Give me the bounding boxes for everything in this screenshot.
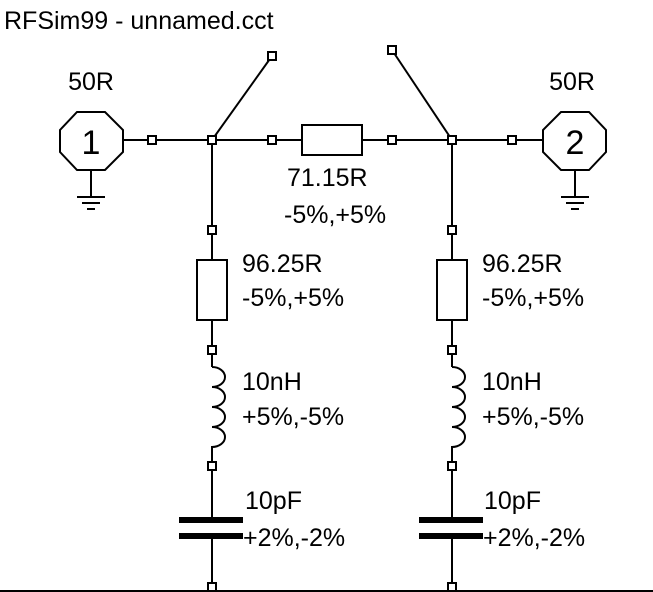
- series-resistor-value: 71.15R: [287, 164, 368, 192]
- right-inductor-tolerance: +5%,-5%: [482, 403, 584, 431]
- left-capacitor-tolerance: +2%,-2%: [243, 524, 345, 552]
- connection-node[interactable]: [447, 135, 457, 145]
- left-shunt-resistor-tolerance: -5%,+5%: [242, 284, 344, 312]
- right-inductor[interactable]: [451, 366, 466, 448]
- left-inductor-value: 10nH: [242, 368, 302, 396]
- port-2[interactable]: 2: [542, 111, 607, 210]
- port-1-impedance: 50R: [68, 68, 114, 96]
- connection-node[interactable]: [387, 45, 397, 55]
- series-resistor-tolerance: -5%,+5%: [284, 201, 386, 229]
- right-capacitor-value: 10pF: [484, 487, 541, 515]
- series-resistor[interactable]: [301, 124, 363, 156]
- connection-node[interactable]: [447, 461, 457, 471]
- connection-node[interactable]: [207, 225, 217, 235]
- connection-node[interactable]: [447, 582, 457, 592]
- port-1[interactable]: 1: [59, 111, 124, 210]
- left-shunt-resistor[interactable]: [196, 259, 228, 321]
- connection-node[interactable]: [147, 135, 157, 145]
- left-inductor-tolerance: +5%,-5%: [242, 403, 344, 431]
- connection-node[interactable]: [447, 345, 457, 355]
- left-capacitor-value: 10pF: [245, 487, 302, 515]
- right-capacitor[interactable]: [419, 517, 483, 539]
- port-1-number: 1: [82, 124, 101, 162]
- port-2-impedance: 50R: [549, 68, 595, 96]
- left-capacitor[interactable]: [179, 517, 243, 539]
- right-shunt-resistor[interactable]: [436, 259, 468, 321]
- connection-node[interactable]: [207, 582, 217, 592]
- connection-node[interactable]: [387, 135, 397, 145]
- port-2-number: 2: [566, 124, 585, 162]
- connection-node[interactable]: [267, 135, 277, 145]
- right-shunt-resistor-value: 96.25R: [482, 250, 563, 278]
- connection-nodes: [147, 45, 517, 592]
- port-2-ground-icon: [561, 196, 589, 210]
- connection-node[interactable]: [507, 135, 517, 145]
- connection-node[interactable]: [447, 225, 457, 235]
- window-title: RFSim99 - unnamed.cct: [4, 7, 274, 35]
- connection-node[interactable]: [267, 51, 277, 61]
- connection-node[interactable]: [207, 135, 217, 145]
- port-1-ground-icon: [77, 196, 105, 210]
- left-inductor[interactable]: [211, 366, 226, 448]
- connection-node[interactable]: [207, 461, 217, 471]
- right-capacitor-tolerance: +2%,-2%: [483, 524, 585, 552]
- connection-node[interactable]: [207, 345, 217, 355]
- right-shunt-resistor-tolerance: -5%,+5%: [482, 284, 584, 312]
- right-inductor-value: 10nH: [482, 368, 542, 396]
- left-shunt-resistor-value: 96.25R: [242, 250, 323, 278]
